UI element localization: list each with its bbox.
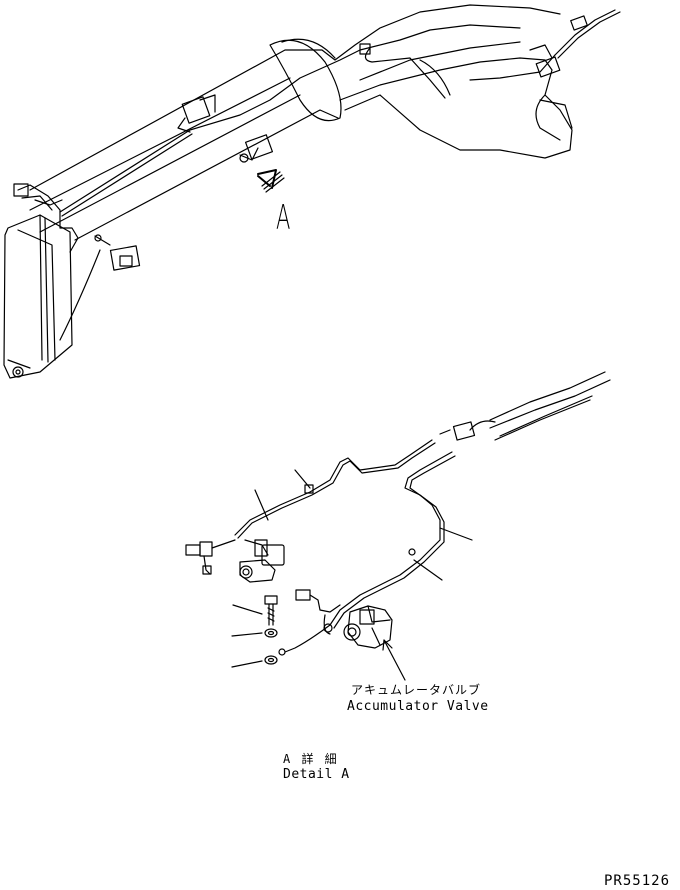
- view-label-a: A: [276, 198, 291, 238]
- accumulator-valve-label-jp: アキュムレータバルブ: [351, 683, 482, 697]
- accumulator-valve-label-en: Accumulator Valve: [347, 699, 489, 714]
- detail-a-title-en: Detail A: [283, 767, 350, 782]
- detail-a-title-jp: A 詳 細: [283, 752, 339, 766]
- harness-upper: [14, 10, 620, 340]
- frame-assembly: [4, 5, 572, 378]
- harness-detail: [186, 372, 610, 680]
- view-arrow-a: [258, 170, 284, 192]
- drawing-number: PR55126: [604, 873, 671, 889]
